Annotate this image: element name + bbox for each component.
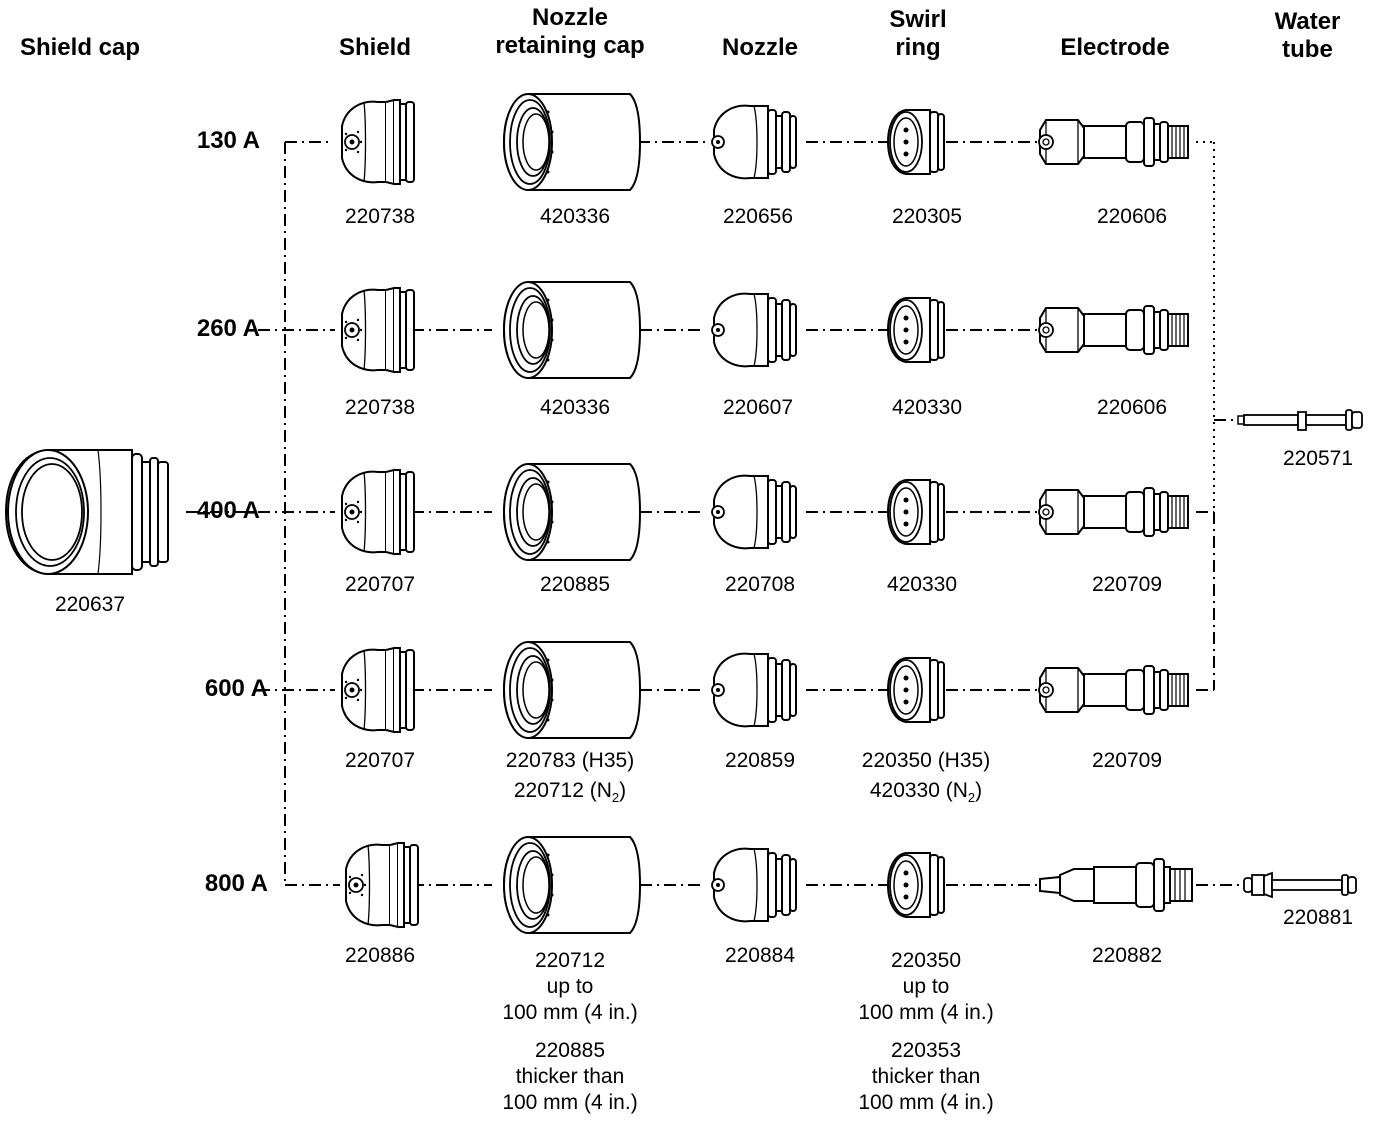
swirl-ring-800-notes: 220350 up to 100 mm (4 in.) 220353 thick…: [846, 948, 1006, 1116]
part-number-water-tube: 220881: [1268, 905, 1368, 931]
part-number-shield: 220707: [330, 748, 430, 774]
swirl-ring-note: up to: [846, 974, 1006, 1000]
part-number-shield: 220738: [330, 204, 430, 230]
part-number-retaining-cap: 220885: [525, 572, 625, 598]
part-number-retaining-cap: 220783 (H35): [490, 748, 650, 774]
retaining-cap-note: thicker than: [490, 1064, 650, 1090]
part-number-retaining-cap: 420336: [525, 395, 625, 421]
header-swirl-ring-line2: ring: [868, 34, 968, 62]
header-retaining-cap: Nozzle retaining cap: [470, 4, 670, 60]
part-number-retaining-cap-alt: 220885: [490, 1038, 650, 1064]
header-swirl-ring-line1: Swirl: [868, 6, 968, 34]
part-number-retaining-cap-alt: 220712 (N2): [490, 778, 650, 811]
part-number-shield: 220886: [330, 943, 430, 969]
part-number-electrode: 220709: [1077, 572, 1177, 598]
header-shield: Shield: [320, 34, 430, 62]
part-number-retaining-cap: 420336: [525, 204, 625, 230]
part-number-swirl-ring: 220350 (H35): [846, 748, 1006, 774]
retaining-cap-note: 100 mm (4 in.): [490, 1000, 650, 1026]
header-shield-cap: Shield cap: [0, 34, 160, 62]
part-number-nozzle: 220859: [710, 748, 810, 774]
part-number-nozzle: 220708: [710, 572, 810, 598]
part-number-swirl-ring: 420330: [877, 395, 977, 421]
part-number-electrode: 220882: [1077, 943, 1177, 969]
header-electrode: Electrode: [1040, 34, 1190, 62]
header-retaining-cap-line2: retaining cap: [470, 32, 670, 60]
part-number-electrode: 220606: [1082, 395, 1182, 421]
amp-label-400: 400 A: [180, 497, 260, 525]
row-130-parts: [342, 94, 1188, 190]
retaining-cap-800-notes: 220712 up to 100 mm (4 in.) 220885 thick…: [490, 948, 650, 1116]
part-number-water-tube: 220571: [1268, 446, 1368, 472]
amp-label-260: 260 A: [180, 315, 260, 343]
part-number-nozzle: 220656: [708, 204, 808, 230]
part-number-swirl-ring-alt: 220353: [846, 1038, 1006, 1064]
header-water-tube-line1: Water: [1255, 8, 1360, 36]
amp-label-600: 600 A: [188, 675, 268, 703]
row-800-parts: [346, 837, 1192, 933]
part-number-shield: 220738: [330, 395, 430, 421]
part-number-nozzle: 220884: [710, 943, 810, 969]
part-number-swirl-ring: 220305: [877, 204, 977, 230]
shield-cap-part: [6, 450, 168, 574]
part-number-electrode: 220709: [1077, 748, 1177, 774]
swirl-ring-note: 100 mm (4 in.): [846, 1090, 1006, 1116]
part-number-swirl-ring-alt: 420330 (N2): [846, 778, 1006, 811]
header-nozzle: Nozzle: [705, 34, 815, 62]
header-water-tube: Water tube: [1255, 8, 1360, 64]
retaining-cap-note: 100 mm (4 in.): [490, 1090, 650, 1116]
part-number-retaining-cap: 220712: [490, 948, 650, 974]
amp-label-800: 800 A: [188, 870, 268, 898]
amp-label-130: 130 A: [180, 127, 260, 155]
part-number-electrode: 220606: [1082, 204, 1182, 230]
part-number-swirl-ring: 420330: [872, 572, 972, 598]
part-number-shield-cap: 220637: [40, 592, 140, 618]
part-number-swirl-ring: 220350: [846, 948, 1006, 974]
water-tube-800: [1244, 873, 1356, 897]
header-water-tube-line2: tube: [1255, 36, 1360, 64]
retaining-cap-note: up to: [490, 974, 650, 1000]
water-tube-shared: [1238, 410, 1362, 430]
part-number-nozzle: 220607: [708, 395, 808, 421]
swirl-ring-note: 100 mm (4 in.): [846, 1000, 1006, 1026]
swirl-ring-note: thicker than: [846, 1064, 1006, 1090]
part-number-shield: 220707: [330, 572, 430, 598]
header-retaining-cap-line1: Nozzle: [470, 4, 670, 32]
header-swirl-ring: Swirl ring: [868, 6, 968, 62]
